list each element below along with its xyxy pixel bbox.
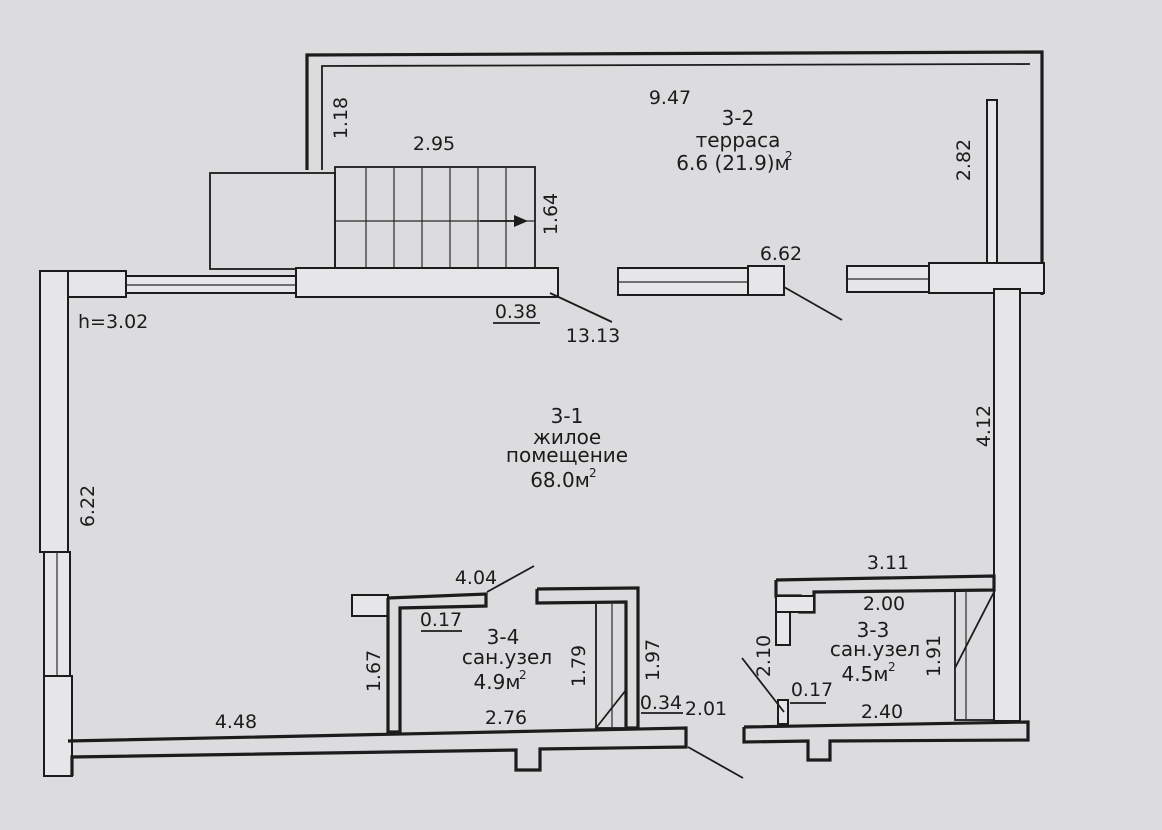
- staircase: [209, 166, 536, 270]
- dim-stair-width: 2.95: [413, 133, 455, 155]
- left-wall: [39, 270, 73, 777]
- room-label-living: 3-1 жилое помещение 68.0м 2: [506, 404, 628, 492]
- dim-bottom-left: 4.48: [215, 711, 257, 733]
- room-area-terrace: 6.6 (21.9)м: [676, 151, 789, 175]
- dim-bath-left-wall: 0.17: [420, 609, 462, 631]
- door-swing-bath-left: [486, 565, 535, 593]
- dim-bath-right-inner-top: 2.00: [863, 593, 905, 615]
- dim-room-width: 13.13: [566, 325, 620, 347]
- room-label-bath-left: 3-4 сан.узел 4.9м 2: [462, 625, 552, 694]
- dimension-labels-vertical: 1.18 1.64 2.82 6.22 4.12 1.67 1.79 1.97 …: [77, 97, 995, 692]
- bathroom-right-walls: [741, 574, 996, 725]
- room-id-bath-right: 3-3: [857, 618, 890, 642]
- room-label-terrace: 3-2 терраса 6.6 (21.9)м 2: [676, 106, 792, 175]
- area-sup-bath-right: 2: [888, 660, 896, 674]
- room-id-terrace: 3-2: [722, 106, 755, 130]
- dim-left-wall: 6.22: [77, 485, 99, 527]
- terrace-outline: [305, 50, 1044, 295]
- dim-bath-right-top: 3.11: [867, 552, 909, 574]
- dim-bath-right-height: 1.91: [923, 635, 945, 677]
- dim-bath-left-right: 1.97: [642, 639, 664, 681]
- dim-terrace-width: 9.47: [649, 87, 691, 109]
- dim-bath-right-wall: 0.17: [791, 679, 833, 701]
- dimension-labels: 9.47 2.95 6.62 0.38 13.13 4.48 4.04 0.17…: [215, 87, 909, 733]
- dim-bath-left-top: 4.04: [455, 567, 497, 589]
- dim-partition: 0.34: [640, 692, 682, 714]
- room-name-terrace: терраса: [696, 128, 781, 152]
- door-swing-bath-right: [741, 657, 785, 713]
- area-sup-terrace: 2: [785, 149, 793, 163]
- room-name-bath-left: сан.узел: [462, 645, 552, 669]
- dim-wall-thickness-top: 0.38: [495, 301, 537, 323]
- area-sup-bath-left: 2: [519, 668, 527, 682]
- room-area-bath-right: 4.5м: [842, 662, 889, 686]
- room-id-bath-left: 3-4: [487, 625, 520, 649]
- room-id-living: 3-1: [551, 404, 584, 428]
- dim-bath-left-bottom: 2.76: [485, 707, 527, 729]
- room-name-bath-right: сан.узел: [830, 637, 920, 661]
- room-name-living-1: жилое: [533, 425, 601, 449]
- dim-bath-right-left: 2.10: [753, 635, 775, 677]
- bathroom-left-walls: [351, 565, 640, 734]
- door-swing-terrace: [783, 286, 843, 321]
- room-area-living: 68.0м: [530, 468, 590, 492]
- room-name-living-2: помещение: [506, 443, 628, 467]
- room-label-bath-right: 3-3 сан.узел 4.5м 2: [830, 618, 920, 686]
- dim-bath-left-inner: 1.79: [568, 645, 590, 687]
- right-wall: [993, 288, 1021, 722]
- dim-terrace-right: 2.82: [953, 139, 975, 181]
- dim-door-gap: 2.01: [685, 698, 727, 720]
- top-wall: [39, 262, 1045, 323]
- dim-bath-right-bottom: 2.40: [861, 701, 903, 723]
- bottom-wall: [67, 720, 1030, 779]
- stair-arrow-icon: [514, 215, 528, 227]
- door-swing-entry: [687, 746, 744, 779]
- dim-terrace-depth: 1.18: [330, 97, 352, 139]
- dim-right-wall: 4.12: [973, 405, 995, 447]
- room-area-bath-left: 4.9м: [474, 670, 521, 694]
- dim-stair-depth: 1.64: [540, 193, 562, 235]
- area-sup-living: 2: [589, 466, 597, 480]
- dim-bath-left-height: 1.67: [363, 650, 385, 692]
- ceiling-height-label: h=3.02: [78, 311, 148, 333]
- dim-opening-middle: 6.62: [760, 243, 802, 265]
